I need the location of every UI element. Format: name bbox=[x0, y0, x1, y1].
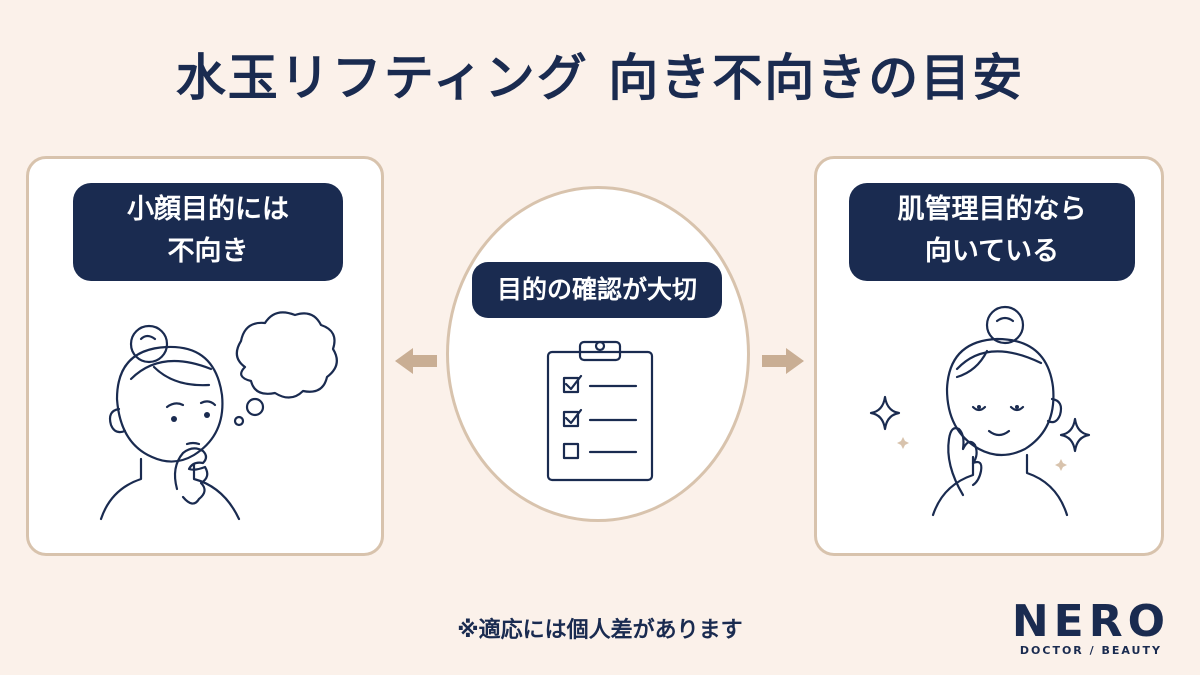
brand-logo: NERO DOCTOR / BEAUTY bbox=[1011, 596, 1170, 658]
footnote: ※適応には個人差があります bbox=[457, 618, 743, 643]
thinking-woman-icon bbox=[99, 324, 241, 521]
left-panel-line2: 不向き bbox=[167, 236, 249, 267]
thought-bubble-icon bbox=[233, 311, 338, 427]
left-panel-label: 小顔目的には 不向き bbox=[73, 183, 343, 281]
center-label: 目的の確認が大切 bbox=[472, 262, 722, 318]
sparkle-icon bbox=[1055, 417, 1091, 471]
sparkle-icon bbox=[869, 395, 909, 449]
center-circle bbox=[446, 186, 750, 522]
page-title: 水玉リフティング 向き不向きの目安 bbox=[175, 48, 1025, 107]
arrow-right-icon bbox=[762, 348, 804, 374]
clipboard-checklist-icon bbox=[546, 340, 654, 482]
smiling-woman-icon bbox=[931, 305, 1069, 517]
arrow-left-icon bbox=[395, 348, 437, 374]
right-panel-line2: 向いている bbox=[924, 236, 1060, 267]
logo-name: NERO bbox=[1011, 596, 1170, 647]
right-panel-label: 肌管理目的なら 向いている bbox=[849, 183, 1135, 281]
left-panel: 小顔目的には 不向き bbox=[26, 156, 384, 556]
right-panel-line1: 肌管理目的なら bbox=[897, 194, 1087, 225]
left-panel-line1: 小顔目的には bbox=[127, 194, 289, 225]
logo-tagline: DOCTOR / BEAUTY bbox=[1019, 644, 1162, 657]
right-panel: 肌管理目的なら 向いている bbox=[814, 156, 1164, 556]
